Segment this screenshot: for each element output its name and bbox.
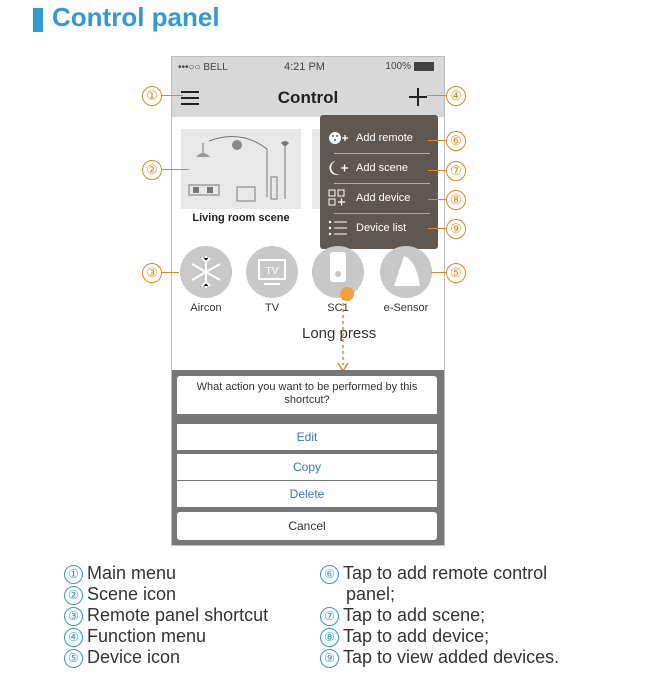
function-menu: Add remote Add scene Add device Device l… — [320, 115, 438, 249]
callout-2: ② — [142, 160, 162, 180]
edit-button[interactable]: Edit — [177, 424, 437, 450]
callout-line — [428, 199, 446, 200]
menu-item-label: Add device — [356, 192, 411, 204]
menu-item-add-remote[interactable]: Add remote — [328, 125, 434, 151]
add-remote-icon — [329, 132, 348, 144]
scene-card[interactable] — [181, 129, 301, 209]
battery-percent: 100% — [385, 61, 411, 72]
callout-line — [428, 170, 446, 171]
device-label: TV — [264, 302, 280, 314]
sensor-icon — [394, 256, 420, 286]
status-bar: •••○○ BELL 4:21 PM 100% — [172, 57, 444, 79]
callout-3: ③ — [142, 263, 162, 283]
snowflake-icon — [191, 256, 221, 288]
hamburger-menu-icon[interactable] — [181, 91, 199, 105]
device-aircon[interactable] — [180, 246, 232, 298]
callout-line — [161, 272, 179, 273]
menu-item-label: Add scene — [356, 162, 408, 174]
menu-item-label: Add remote — [356, 132, 413, 144]
callout-line — [428, 228, 446, 229]
add-device-icon — [328, 189, 345, 206]
menu-item-label: Device list — [356, 222, 407, 234]
svg-text:TV: TV — [266, 266, 279, 277]
callout-4: ④ — [446, 86, 466, 106]
device-e-sensor[interactable] — [380, 246, 432, 298]
menu-item-device-list[interactable]: Device list — [328, 215, 434, 241]
device-tv[interactable]: TV — [246, 246, 298, 298]
nav-bar: Control — [172, 79, 444, 117]
heading-accent-bar — [33, 8, 43, 32]
callout-line — [161, 95, 183, 96]
plus-icon[interactable] — [408, 87, 428, 107]
menu-divider — [334, 153, 430, 154]
tv-icon: TV — [258, 259, 286, 285]
living-room-illustration — [188, 136, 289, 202]
nav-title: Control — [277, 88, 339, 107]
copy-button[interactable]: Copy — [177, 454, 437, 480]
add-scene-icon — [329, 161, 348, 175]
callout-6: ⑥ — [446, 131, 466, 151]
callout-line — [161, 169, 189, 170]
device-label: e-Sensor — [383, 302, 429, 314]
phone-screen: •••○○ BELL 4:21 PM 100% Control Living r… — [171, 56, 445, 546]
longpress-label: Long press — [302, 325, 377, 342]
sc1-device-icon — [330, 252, 346, 282]
menu-divider — [334, 213, 430, 214]
battery-icon — [414, 61, 434, 71]
delete-button[interactable]: Delete — [177, 481, 437, 507]
battery-indicator: 100% — [385, 61, 434, 72]
callout-8: ⑧ — [446, 190, 466, 210]
action-sheet-question: What action you want to be performed by … — [177, 376, 437, 414]
action-sheet-overlay: What action you want to be performed by … — [172, 370, 444, 545]
callout-7: ⑦ — [446, 161, 466, 181]
menu-item-add-scene[interactable]: Add scene — [328, 155, 434, 181]
device-label: Aircon — [190, 302, 222, 314]
callout-line — [427, 95, 446, 96]
cancel-button[interactable]: Cancel — [177, 512, 437, 540]
device-list-icon — [328, 220, 347, 236]
page-title: Control panel — [52, 2, 220, 32]
carrier-label: •••○○ BELL — [178, 62, 228, 73]
status-time: 4:21 PM — [284, 61, 325, 73]
menu-item-add-device[interactable]: Add device — [328, 185, 434, 211]
callout-line — [431, 272, 446, 273]
menu-divider — [334, 183, 430, 184]
callout-9: ⑨ — [446, 219, 466, 239]
device-sc1[interactable] — [312, 246, 364, 298]
legend-item-continued: panel; — [346, 584, 396, 604]
callout-5: ⑤ — [446, 263, 466, 283]
callout-line — [428, 140, 446, 141]
scene-label: Living room scene — [192, 212, 290, 224]
callout-1: ① — [142, 86, 162, 106]
